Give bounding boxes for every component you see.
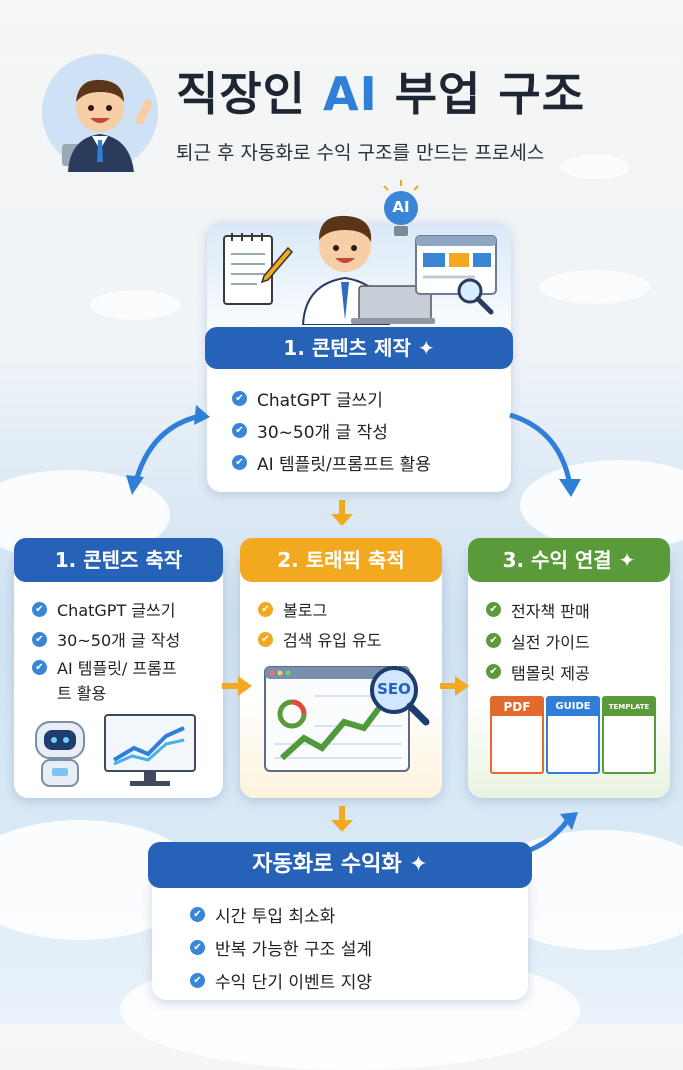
flow-arrow-stem xyxy=(339,500,345,516)
page-title: 직장인 AI 부업 구조 xyxy=(176,67,586,121)
pencil-icon xyxy=(258,246,294,286)
check-icon: ✔ xyxy=(190,907,205,922)
cycle-arrow-icon xyxy=(509,412,581,497)
bottom-card xyxy=(152,868,528,1000)
seo-label: SEO xyxy=(377,680,411,698)
flow-arrow-right xyxy=(455,676,469,696)
list-item: ✔시간 투입 최소화 xyxy=(190,898,372,931)
bottom-card-list: ✔시간 투입 최소화 ✔반복 가능한 구조 설계 ✔수익 단기 이벤트 지양 xyxy=(190,898,372,997)
card-middle-title: 2. 토래픽 축적 xyxy=(240,538,442,582)
robot-icon xyxy=(24,716,98,792)
browser-window-icon xyxy=(415,235,497,295)
pdf-label: PDF xyxy=(492,698,542,716)
list-item: ✔볼로그 xyxy=(258,594,382,624)
list-item: 트 활용 xyxy=(57,684,107,703)
check-icon: ✔ xyxy=(190,973,205,988)
cycle-arrow-icon xyxy=(126,405,210,495)
guide-label: GUIDE xyxy=(548,698,598,716)
content-creator-illustration xyxy=(295,200,435,326)
check-icon: ✔ xyxy=(32,659,47,675)
sparkle-icon: ✦ xyxy=(417,336,435,360)
template-label: TEMPLATE xyxy=(604,698,654,716)
check-icon: ✔ xyxy=(232,422,247,438)
top-card-title: 1. 콘텐츠 제작 ✦ xyxy=(205,327,513,369)
list-item: ✔30~50개 글 작성 xyxy=(32,624,180,654)
list-item: ✔전자책 판매 xyxy=(486,594,590,625)
check-icon: ✔ xyxy=(486,633,501,648)
guide-book-icon: GUIDE xyxy=(546,696,600,774)
flow-arrow-right xyxy=(238,676,252,696)
card-right-list: ✔전자책 판매 ✔실전 가이드 ✔탬몰릿 제공 xyxy=(486,594,590,687)
list-item: ✔반복 가능한 구조 설계 xyxy=(190,931,372,964)
check-icon: ✔ xyxy=(258,601,273,617)
check-icon: ✔ xyxy=(486,664,501,679)
flow-arrow-stem xyxy=(222,683,242,689)
card-right-title: 3. 수익 연결 ✦ xyxy=(468,538,670,582)
check-icon: ✔ xyxy=(258,631,273,647)
bottom-card-title: 자동화로 수익화 ✦ xyxy=(148,842,532,888)
seo-magnifier-icon xyxy=(368,664,432,726)
check-icon: ✔ xyxy=(486,602,501,617)
template-book-icon: TEMPLATE xyxy=(602,696,656,774)
card-left-title: 1. 콘텐즈 축작 xyxy=(14,538,223,582)
list-item: ✔탬몰릿 제공 xyxy=(486,656,590,687)
check-icon: ✔ xyxy=(32,631,47,647)
list-item: ✔ChatGPT 글쓰기 xyxy=(232,382,431,414)
list-item: ✔AI 템플릿/프롬프트 활용 xyxy=(232,446,431,478)
flow-arrow-down xyxy=(331,820,353,832)
growth-chart-icon xyxy=(104,714,196,788)
list-item: ✔검색 유입 유도 xyxy=(258,624,382,654)
pdf-book-icon: PDF xyxy=(490,696,544,774)
header-avatar xyxy=(40,52,160,172)
check-icon: ✔ xyxy=(32,601,47,617)
check-icon: ✔ xyxy=(190,940,205,955)
top-card-list: ✔ChatGPT 글쓰기 ✔30~50개 글 작성 ✔AI 템플릿/프롬프트 활… xyxy=(232,382,431,478)
list-item: ✔30~50개 글 작성 xyxy=(232,414,431,446)
ai-badge: AI xyxy=(392,198,410,216)
list-item: ✔ChatGPT 글쓰기 xyxy=(32,594,180,624)
magnifier-icon xyxy=(455,276,495,316)
lightbulb-icon xyxy=(378,180,424,242)
sparkle-icon: ✦ xyxy=(409,852,428,877)
check-icon: ✔ xyxy=(232,390,247,406)
flow-arrow-stem xyxy=(440,683,460,689)
list-item: ✔수익 단기 이벤트 지양 xyxy=(190,964,372,997)
check-icon: ✔ xyxy=(232,454,247,470)
card-left-list: ✔ChatGPT 글쓰기 ✔30~50개 글 작성 ✔AI 템플릿/ 프롬프 트… xyxy=(32,594,180,704)
page-subtitle: 퇴근 후 자동화로 수익 구조를 만드는 프로세스 xyxy=(176,142,545,164)
flow-arrow-down xyxy=(331,514,353,526)
list-item: ✔실전 가이드 xyxy=(486,625,590,656)
list-item: ✔AI 템플릿/ 프롬프 xyxy=(32,654,180,680)
card-middle-list: ✔볼로그 ✔검색 유입 유도 xyxy=(258,594,382,654)
flow-arrow-stem xyxy=(339,806,345,822)
sparkle-icon: ✦ xyxy=(618,548,636,572)
man-avatar-icon xyxy=(42,54,158,172)
